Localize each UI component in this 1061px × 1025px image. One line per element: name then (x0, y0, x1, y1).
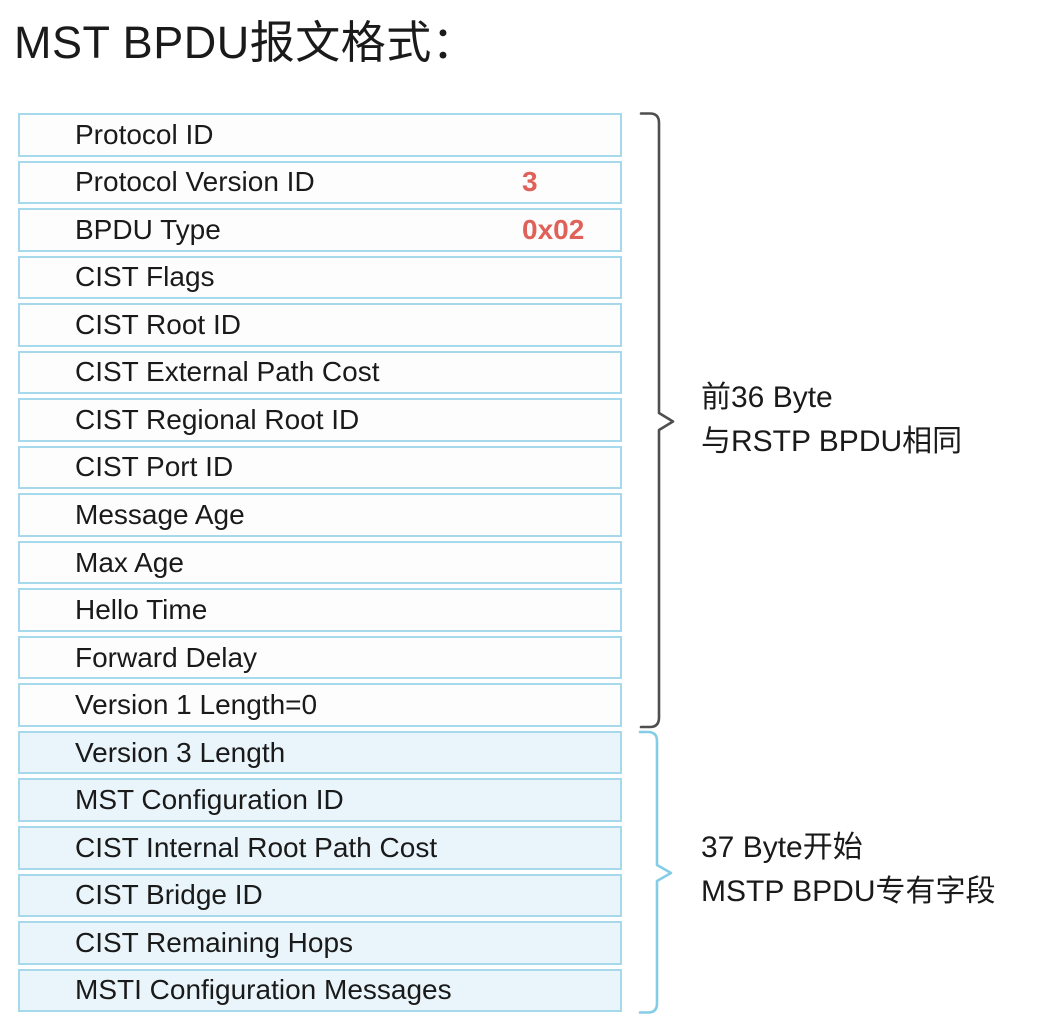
table-row: MSTI Configuration Messages (18, 968, 622, 1013)
table-row: MST Configuration ID (18, 778, 622, 822)
field-label: Version 1 Length=0 (75, 689, 318, 721)
field-label: CIST Flags (75, 261, 215, 293)
table-row: Forward Delay (18, 635, 622, 680)
mstp-annotation-line1: 37 Byte开始 (701, 831, 863, 864)
field-label: Protocol ID (75, 118, 214, 150)
field-label: Forward Delay (75, 641, 258, 673)
field-label: CIST External Path Cost (75, 356, 380, 388)
field-label: CIST Regional Root ID (75, 403, 360, 435)
table-row: CIST Regional Root ID (18, 398, 622, 442)
rstp-section-annotation: 前36 Byte 与RSTP BPDU相同 (701, 376, 962, 464)
table-row: Version 1 Length=0 (18, 683, 622, 727)
bpdu-table: Protocol ID Protocol Version ID 3 BPDU T… (18, 113, 622, 1013)
field-value: 0x02 (522, 213, 585, 245)
table-row: CIST Bridge ID (18, 873, 622, 918)
table-row: Version 3 Length (18, 730, 622, 775)
field-label: MSTI Configuration Messages (75, 974, 452, 1006)
field-label: MST Configuration ID (75, 784, 344, 816)
table-row: Message Age (18, 493, 622, 537)
field-label: CIST Internal Root Path Cost (75, 831, 438, 863)
table-row: CIST Flags (18, 255, 622, 300)
table-row: Protocol Version ID 3 (18, 160, 622, 205)
field-label: CIST Bridge ID (75, 879, 263, 911)
table-row: CIST External Path Cost (18, 350, 622, 395)
field-label: BPDU Type (75, 213, 221, 245)
field-label: Hello Time (75, 594, 208, 626)
mstp-section-annotation: 37 Byte开始 MSTP BPDU专有字段 (701, 826, 995, 914)
mstp-section-bracket (638, 730, 673, 1014)
table-row: CIST Internal Root Path Cost (18, 825, 622, 870)
rstp-annotation-line1: 前36 Byte (701, 381, 833, 414)
mstp-annotation-line2: MSTP BPDU专有字段 (701, 875, 996, 908)
field-label: Protocol Version ID (75, 166, 315, 198)
field-label: CIST Root ID (75, 308, 241, 340)
field-label: Max Age (75, 546, 184, 578)
field-label: Message Age (75, 499, 245, 531)
field-label: CIST Remaining Hops (75, 926, 354, 958)
rstp-annotation-line2: 与RSTP BPDU相同 (701, 425, 963, 458)
field-label: CIST Port ID (75, 451, 234, 483)
page-title: MST BPDU报文格式： (14, 17, 478, 68)
table-row: Protocol ID (18, 113, 622, 157)
table-row: CIST Remaining Hops (18, 921, 622, 965)
table-row: Hello Time (18, 588, 622, 632)
field-value: 3 (522, 166, 538, 198)
table-row: CIST Port ID (18, 445, 622, 490)
table-row: Max Age (18, 540, 622, 585)
table-row: CIST Root ID (18, 303, 622, 347)
field-label: Version 3 Length (75, 736, 286, 768)
table-row: BPDU Type 0x02 (18, 208, 622, 252)
rstp-section-bracket (639, 112, 675, 729)
